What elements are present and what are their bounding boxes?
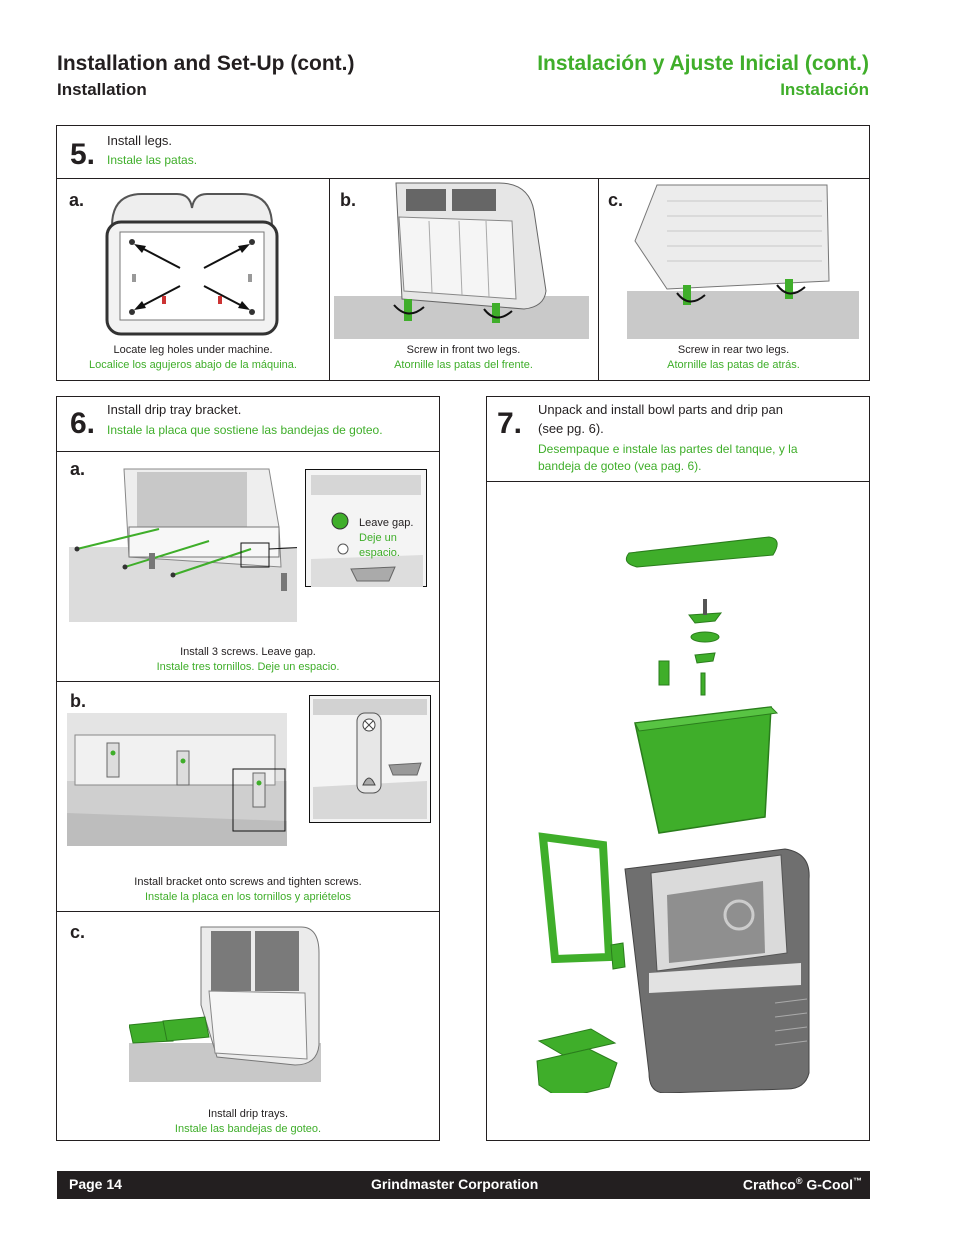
- bowl-parts-exploded-illustration: [536, 536, 810, 1093]
- caption-es: Atornille las patas de atrás.: [667, 359, 800, 371]
- step-7-text-en: (see pg. 6).: [538, 421, 604, 436]
- machine-underside-illustration: [105, 193, 279, 336]
- step-7-number: 7.: [497, 407, 523, 440]
- step-5a-label: a.: [69, 190, 85, 210]
- step-6c-label: c.: [70, 922, 86, 942]
- callout-es: espacio.: [359, 547, 400, 559]
- caption-en: Screw in rear two legs.: [677, 344, 790, 356]
- caption-en: Install 3 screws. Leave gap.: [180, 646, 316, 658]
- bracket-mount-illustration: [67, 713, 287, 846]
- footer-product-name: G-Cool: [802, 1176, 853, 1193]
- caption-en: Install drip trays.: [207, 1108, 289, 1120]
- trademark-mark: ™: [853, 1176, 862, 1186]
- page-subtitle-en: Installation: [57, 80, 147, 99]
- step-5-text-en: Install legs.: [107, 133, 173, 148]
- footer-company: Grindmaster Corporation: [371, 1176, 539, 1192]
- step-6c-caption: Install drip trays. Instale las bandejas…: [57, 1107, 439, 1137]
- caption-es: Instale la placa en los tornillos y apri…: [144, 891, 352, 903]
- registered-mark: ®: [795, 1176, 803, 1186]
- footer-page-number: Page 14: [69, 1176, 122, 1192]
- step-6-panel: 6. Install drip tray bracket. Instale la…: [56, 396, 440, 1141]
- caption-es: Instale las bandejas de goteo.: [174, 1123, 322, 1135]
- step-7-text-es: bandeja de goteo (vea pag. 6).: [538, 459, 702, 473]
- step-5b-label: b.: [340, 190, 356, 210]
- step-6-text-es: Instale la placa que sostiene las bandej…: [107, 423, 383, 437]
- caption-en: Locate leg holes under machine.: [113, 344, 273, 356]
- step-6-number: 6.: [70, 407, 96, 440]
- step-7-text-es: Desempaque e instale las partes del tanq…: [538, 442, 798, 456]
- step-6-text-en: Install drip tray bracket.: [107, 402, 242, 417]
- divider: [487, 481, 869, 482]
- front-legs-illustration: [334, 182, 589, 339]
- drip-trays-illustration: [129, 926, 321, 1082]
- step-5c-label: c.: [608, 190, 624, 210]
- bracket-detail-illustration: [309, 695, 431, 823]
- step-6a-label: a.: [70, 459, 86, 479]
- step-5-text-es: Instale las patas.: [107, 153, 198, 167]
- divider: [57, 178, 869, 179]
- divider: [598, 178, 599, 380]
- step-5-number: 5.: [70, 138, 96, 171]
- step-5a-caption: Locate leg holes under machine. Localice…: [57, 343, 329, 373]
- callout-en: Leave gap.: [359, 517, 414, 529]
- divider: [57, 911, 439, 912]
- rear-legs-illustration: [627, 184, 859, 339]
- page-footer: Page 14 Grindmaster Corporation Crathco®…: [57, 1171, 870, 1199]
- leave-gap-callout: Leave gap. Deje un espacio.: [359, 516, 413, 561]
- step-5c-caption: Screw in rear two legs. Atornille las pa…: [598, 343, 869, 373]
- step-5-panel: 5. Install legs. Instale las patas. a. L…: [56, 125, 870, 381]
- caption-en: Install bracket onto screws and tighten …: [134, 876, 362, 888]
- step-7-text-en: Unpack and install bowl parts and drip p…: [538, 402, 783, 417]
- step-6b-label: b.: [70, 691, 86, 711]
- footer-product: Crathco® G-Cool™: [743, 1176, 862, 1193]
- callout-es: Deje un: [359, 532, 397, 544]
- step-6a-caption: Install 3 screws. Leave gap. Instale tre…: [57, 645, 439, 675]
- divider: [57, 681, 439, 682]
- step-6b-caption: Install bracket onto screws and tighten …: [57, 875, 439, 905]
- caption-en: Screw in front two legs.: [406, 344, 521, 356]
- page-subtitle-es: Instalación: [780, 80, 869, 99]
- bracket-screws-illustration: [69, 468, 297, 622]
- caption-es: Instale tres tornillos. Deje un espacio.: [156, 661, 340, 673]
- leave-gap-detail-illustration: [305, 469, 427, 587]
- divider: [329, 178, 330, 380]
- step-5b-caption: Screw in front two legs. Atornille las p…: [329, 343, 598, 373]
- page-title-es: Instalación y Ajuste Inicial (cont.): [537, 52, 869, 75]
- step-7-panel: 7. Unpack and install bowl parts and dri…: [486, 396, 870, 1141]
- footer-brand: Crathco: [742, 1176, 796, 1193]
- page-title-en: Installation and Set-Up (cont.): [57, 52, 355, 75]
- caption-es: Atornille las patas del frente.: [394, 359, 533, 371]
- divider: [57, 451, 439, 452]
- caption-es: Localice los agujeros abajo de la máquin…: [89, 359, 297, 371]
